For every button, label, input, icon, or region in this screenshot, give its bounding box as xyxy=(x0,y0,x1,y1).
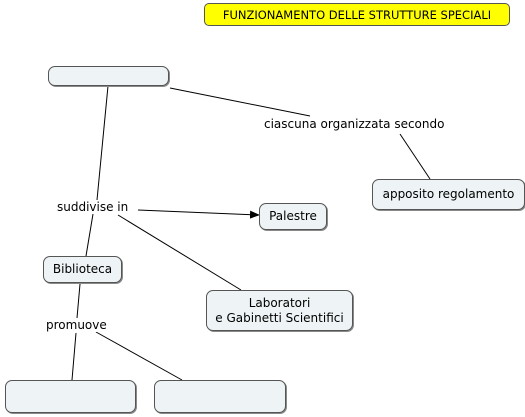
line-promuove-to-bottom-left xyxy=(71,332,77,381)
node-root[interactable] xyxy=(48,66,169,86)
link-label-promuove: promuove xyxy=(45,318,108,332)
node-laboratori-line-1: Laboratori xyxy=(248,295,311,310)
link-label-organizzata: ciascuna organizzata secondo xyxy=(263,117,446,131)
line-biblioteca-to-promuove xyxy=(76,283,81,319)
line-promuove-to-bottom-right xyxy=(95,331,183,381)
node-bottom-left[interactable] xyxy=(5,380,136,413)
node-laboratori[interactable]: Laboratori e Gabinetti Scientifici xyxy=(206,290,353,331)
line-root-to-suddivise xyxy=(96,85,109,201)
node-apposito-regolamento[interactable]: apposito regolamento xyxy=(372,179,525,210)
node-laboratori-line-2: e Gabinetti Scientifici xyxy=(215,310,344,325)
link-label-suddivise: suddivise in xyxy=(56,200,130,214)
line-suddivise-to-palestre xyxy=(137,209,260,219)
line-organizzata-to-regolamento xyxy=(399,133,431,180)
line-root-to-organizzata xyxy=(169,87,311,117)
node-biblioteca[interactable]: Biblioteca xyxy=(43,256,122,283)
line-suddivise-to-laboratori xyxy=(117,214,242,291)
node-palestre[interactable]: Palestre xyxy=(259,203,327,230)
node-bottom-right[interactable] xyxy=(154,380,286,413)
line-suddivise-to-biblioteca xyxy=(85,213,94,257)
map-title: FUNZIONAMENTO DELLE STRUTTURE SPECIALI xyxy=(204,3,510,26)
